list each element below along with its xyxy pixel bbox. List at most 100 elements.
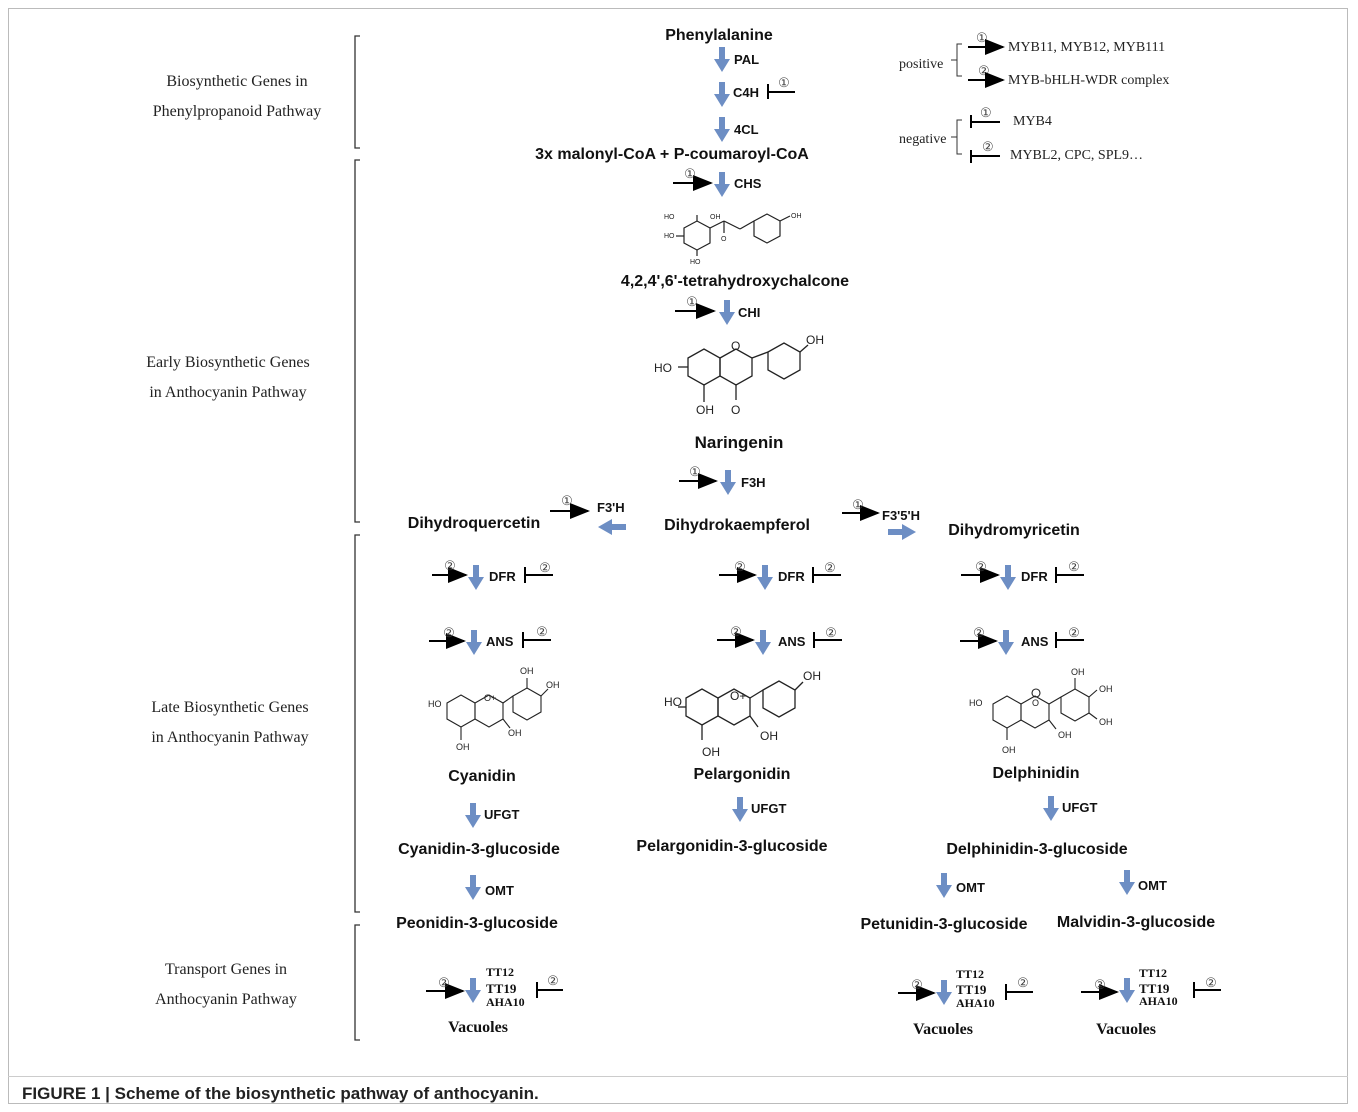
legend-neg-2-text: MYBL2, CPC, SPL9… <box>1010 148 1143 163</box>
legend-negative-label: negative <box>899 132 946 147</box>
svg-text:TT19: TT19 <box>1139 981 1170 996</box>
svg-text:HO: HO <box>664 233 675 240</box>
naringenin-atoms: HO O OH OH O <box>654 333 824 417</box>
enzyme-dfr-2: DFR <box>778 569 805 584</box>
enzyme-pal: PAL <box>734 52 759 67</box>
legend-marker-neg-1: ① <box>980 105 992 120</box>
svg-text:OH: OH <box>1058 730 1072 740</box>
enzyme-dfr-1: DFR <box>489 569 516 584</box>
bracket-phenylpropanoid <box>354 35 360 149</box>
svg-text:AHA10: AHA10 <box>956 996 995 1010</box>
compound-dihydrokaempferol: Dihydrokaempferol <box>664 517 810 534</box>
svg-text:O: O <box>731 339 740 353</box>
svg-text:②: ② <box>824 560 836 575</box>
bracket-early <box>354 159 360 523</box>
svg-text:O+: O+ <box>730 689 746 703</box>
transport-gene-labels: TT12 TT19 AHA10 TT12 TT19 AHA10 TT12 TT1… <box>486 965 1178 1010</box>
svg-text:TT12: TT12 <box>486 965 514 979</box>
enzyme-omt-1: OMT <box>485 883 514 898</box>
enzyme-dfr-3: DFR <box>1021 569 1048 584</box>
legend-positive-label: positive <box>899 57 943 72</box>
legend-marker-neg-2: ② <box>982 139 994 154</box>
down-arrow-icon <box>755 630 771 655</box>
svg-text:①: ① <box>561 493 573 508</box>
regulation-marks <box>426 84 1221 1001</box>
svg-text:②: ② <box>438 975 450 990</box>
compound-dihydromyricetin: Dihydromyricetin <box>948 522 1080 539</box>
enzyme-c4h: C4H <box>733 85 759 100</box>
chalcone-structure <box>676 213 791 256</box>
enzyme-labels: PAL C4H 4CL CHS CHI F3H F3'H F3'5'H DFR … <box>484 52 1167 898</box>
caption-divider <box>8 1076 1348 1077</box>
compound-delphinidin-glc: Delphinidin-3-glucoside <box>946 841 1127 858</box>
legend-neg-1-text: MYB4 <box>1013 114 1052 129</box>
down-arrow-icon <box>714 82 730 107</box>
figure-caption: FIGURE 1 | Scheme of the biosynthetic pa… <box>22 1084 539 1103</box>
section-label-1-line1: Biosynthetic Genes in <box>166 73 307 90</box>
svg-text:OH: OH <box>520 666 534 676</box>
svg-text:OH: OH <box>546 680 560 690</box>
pelargonidin-atoms: HO O+ OH OH OH <box>664 669 821 759</box>
compound-cyanidin-glc: Cyanidin-3-glucoside <box>398 841 560 858</box>
svg-text:②: ② <box>443 625 455 640</box>
down-arrow-icon <box>757 565 773 590</box>
legend-marker-pos-1: ① <box>976 30 988 45</box>
legend-marker-pos-2: ② <box>978 63 990 78</box>
svg-text:AHA10: AHA10 <box>1139 994 1178 1008</box>
svg-text:②: ② <box>1094 977 1106 992</box>
vacuole-labels: Vacuoles Vacuoles Vacuoles <box>448 1019 1156 1038</box>
compound-malvidin-glc: Malvidin-3-glucoside <box>1057 914 1215 931</box>
svg-text:TT19: TT19 <box>956 982 987 997</box>
cyanidin-atoms: HO O+ OH OH OH OH <box>428 666 560 752</box>
svg-text:②: ② <box>1205 975 1217 990</box>
enzyme-ufgt-3: UFGT <box>1062 800 1097 815</box>
svg-text:②: ② <box>547 973 559 988</box>
section-label-2-line2: in Anthocyanin Pathway <box>149 384 306 401</box>
compound-petunidin-glc: Petunidin-3-glucoside <box>860 916 1027 933</box>
enzyme-f3h: F3H <box>741 475 766 490</box>
svg-text:OH: OH <box>1099 717 1113 727</box>
vacuoles-3: Vacuoles <box>1096 1021 1156 1038</box>
down-arrow-icon <box>714 47 730 72</box>
svg-text:OH: OH <box>702 745 720 759</box>
down-arrow-icon <box>714 117 730 142</box>
svg-text:OH: OH <box>1002 745 1016 755</box>
svg-text:HO: HO <box>664 214 675 221</box>
svg-text:OH: OH <box>696 403 714 417</box>
svg-text:②: ② <box>730 624 742 639</box>
enzyme-ans-3: ANS <box>1021 634 1049 649</box>
section-label-3-line1: Late Biosynthetic Genes <box>151 699 308 716</box>
svg-text:OH: OH <box>806 333 824 347</box>
svg-text:O+: O+ <box>484 693 496 703</box>
down-arrow-icon <box>720 470 736 495</box>
bracket-transport <box>354 924 360 1041</box>
enzyme-f35h: F3'5'H <box>882 508 920 523</box>
section-label-4-line2: Anthocyanin Pathway <box>155 991 297 1008</box>
left-arrow-icon <box>598 519 626 535</box>
svg-text:OH: OH <box>508 728 522 738</box>
svg-text:①: ① <box>684 166 696 181</box>
section-label-1-line2: Phenylpropanoid Pathway <box>153 103 321 120</box>
right-arrow-icon <box>888 524 916 540</box>
down-arrow-icon <box>466 630 482 655</box>
inhibition-icon <box>970 150 1000 163</box>
svg-text:①: ① <box>778 75 790 90</box>
down-arrow-icon <box>998 630 1014 655</box>
compound-naringenin: Naringenin <box>695 433 784 452</box>
pathway-arrows <box>465 47 1135 1005</box>
svg-text:OH: OH <box>1099 684 1113 694</box>
compound-malonyl-coa: 3x malonyl-CoA + P-coumaroyl-CoA <box>535 146 809 163</box>
svg-text:②: ② <box>539 560 551 575</box>
down-arrow-icon <box>465 803 481 828</box>
compound-labels: Phenylalanine 3x malonyl-CoA + P-coumaro… <box>396 27 1215 933</box>
svg-text:OH: OH <box>456 742 470 752</box>
down-arrow-icon <box>719 300 735 325</box>
down-arrow-icon <box>714 172 730 197</box>
compound-chalcone: 4,2,4',6'-tetrahydroxychalcone <box>621 273 849 290</box>
down-arrow-icon <box>936 980 952 1005</box>
down-arrow-icon <box>1119 978 1135 1003</box>
svg-text:OH: OH <box>1071 667 1085 677</box>
svg-text:OH: OH <box>760 729 778 743</box>
down-arrow-icon <box>465 978 481 1003</box>
naringenin-structure <box>678 342 809 402</box>
